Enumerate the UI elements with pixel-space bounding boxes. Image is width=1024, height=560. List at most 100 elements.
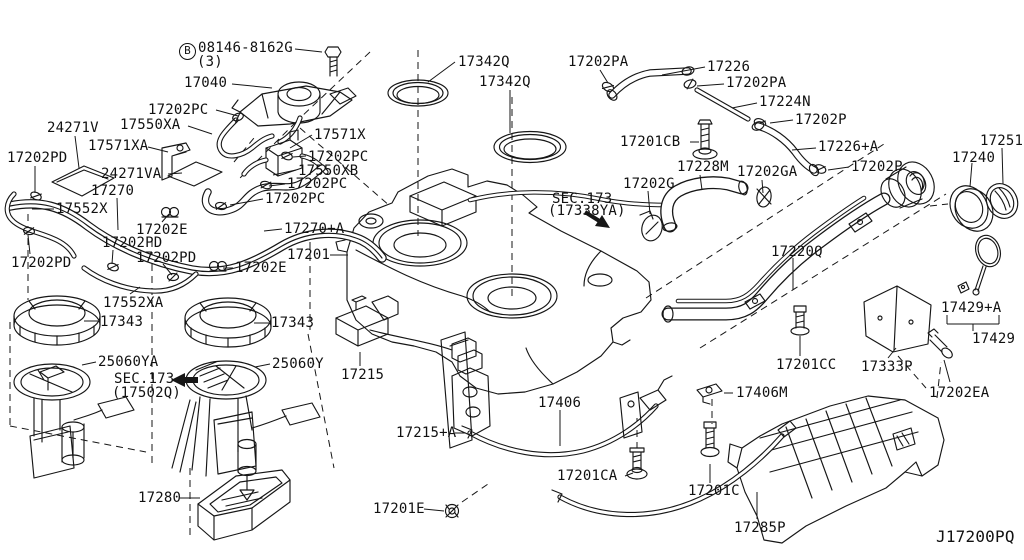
part-number-text: 17202G xyxy=(623,176,675,192)
part-number-text: (3) xyxy=(197,54,223,70)
tank-pads xyxy=(335,295,491,437)
hose-17552X xyxy=(4,191,77,259)
diagram-code: J17200PQ xyxy=(936,529,1015,545)
dashed-line xyxy=(307,333,335,469)
sender-lock-ring-left xyxy=(13,295,101,346)
part-number-text: 17201 xyxy=(287,247,331,263)
bolt-17201C xyxy=(700,421,720,458)
part-number-text: 17343 xyxy=(271,315,315,331)
part-label-17215+A: 17215+A xyxy=(396,426,456,440)
valve-17571X xyxy=(241,129,329,177)
part-number-text: 17040 xyxy=(184,75,228,91)
part-label-17202EA: 17202EA xyxy=(929,386,989,400)
leader-line xyxy=(231,83,273,89)
part-number-text: 17406 xyxy=(538,395,582,411)
part-label-17226: 17226 xyxy=(707,60,750,74)
dashed-line xyxy=(233,137,255,163)
part-label-17202E: 17202E xyxy=(136,223,188,237)
clamp-17202GA xyxy=(756,186,772,208)
part-number-text: 17202EA xyxy=(929,385,990,401)
leader-line xyxy=(81,361,97,366)
bolt-17201CB xyxy=(692,119,718,160)
strap-17406-rear xyxy=(557,433,785,518)
part-label-17202PD: 17202PD xyxy=(102,236,162,250)
leader-line xyxy=(969,162,973,188)
leader-line xyxy=(647,190,651,215)
hose-17228M xyxy=(660,176,749,233)
bolt-17201CA xyxy=(626,447,648,480)
part-number-text: SEC.173 xyxy=(114,371,175,387)
sec173-17502Q-arrow xyxy=(171,373,198,387)
part-number-text: 17270+A xyxy=(284,221,345,237)
part-number-text: 17224N xyxy=(759,94,811,110)
bracket-17571XA xyxy=(161,142,191,181)
leader-lines xyxy=(27,48,1004,519)
part-label-17343: 17343 xyxy=(100,315,143,329)
leader-line xyxy=(161,213,170,223)
part-label-17429: 17429 xyxy=(972,332,1015,346)
leader-line xyxy=(167,172,183,175)
filler-neck xyxy=(880,161,935,209)
leader-line xyxy=(215,109,239,117)
part-number-text: 25060YA xyxy=(98,354,159,370)
leader-line xyxy=(731,102,758,109)
hose-17226 xyxy=(608,67,692,99)
leader-line xyxy=(27,234,31,255)
part-label-17228M: 17228M xyxy=(677,160,729,174)
part-number-text: 17270 xyxy=(91,183,135,199)
sec-arrows xyxy=(171,210,610,387)
part-label-17202GA: 17202GA xyxy=(737,165,797,179)
leader-line xyxy=(147,146,169,153)
part-number-text: 17201CC xyxy=(776,357,837,373)
clip-17202E xyxy=(208,260,228,272)
tank-straps xyxy=(440,331,797,518)
part-number-text: 24271VA xyxy=(101,166,162,182)
part-label-17201CC: 17201CC xyxy=(776,358,836,372)
leader-line xyxy=(827,166,850,171)
leader-line xyxy=(187,125,213,135)
part-label-17550XA: 17550XA xyxy=(120,118,180,132)
sec-ref-17338YA: (17338YA) xyxy=(548,204,626,218)
leader-line xyxy=(696,83,725,87)
pad-24271V xyxy=(51,165,115,197)
part-number-text: 17552X xyxy=(56,201,108,217)
dashed-line xyxy=(299,51,371,119)
part-label-17571X: 17571X xyxy=(314,128,366,142)
part-label-17202PC: 17202PC xyxy=(148,103,208,117)
part-number-text: 17343 xyxy=(100,314,144,330)
part-number-text: 17202P xyxy=(795,112,847,128)
part-number-text: 17226 xyxy=(707,59,751,75)
dashed-line xyxy=(929,203,949,207)
part-label-17220Q: 17220Q xyxy=(771,245,823,259)
part-number-text: 17202PC xyxy=(265,191,326,207)
part-label-17201C: 17201C xyxy=(688,484,740,498)
leader-line xyxy=(427,61,456,83)
part-number-text: 17429 xyxy=(972,331,1016,347)
part-label-17406M: 17406M xyxy=(736,386,788,400)
part-label-17226+A: 17226+A xyxy=(818,140,878,154)
part-label-24271V: 24271V xyxy=(47,121,99,135)
part-number-text: 17201CA xyxy=(557,468,618,484)
part-label-17202PC: 17202PC xyxy=(308,150,368,164)
sec-ref-173: SEC.173 xyxy=(114,372,174,386)
dashed-line xyxy=(699,193,947,349)
part-label-17552XA: 17552XA xyxy=(103,296,163,310)
leader-line xyxy=(294,48,323,53)
part-number-text: 17202PD xyxy=(136,250,197,266)
part-label-25060YA: 25060YA xyxy=(98,355,158,369)
protector-17333P xyxy=(863,285,932,353)
part-number-text: 25060Y xyxy=(272,356,324,372)
strap-17406-front xyxy=(467,403,659,458)
tube-17224N xyxy=(694,87,751,122)
hose-clamps xyxy=(22,78,827,282)
dashed-line xyxy=(299,127,391,207)
part-number-text: 17202PC xyxy=(148,102,209,118)
part-number-text: 17202E xyxy=(235,260,287,276)
filler-tube xyxy=(661,161,935,323)
sender-lock-ring-right xyxy=(184,297,272,348)
fuel-damper-assembly xyxy=(231,46,357,145)
part-label-17202PD: 17202PD xyxy=(11,256,71,270)
leader-line xyxy=(943,359,951,383)
